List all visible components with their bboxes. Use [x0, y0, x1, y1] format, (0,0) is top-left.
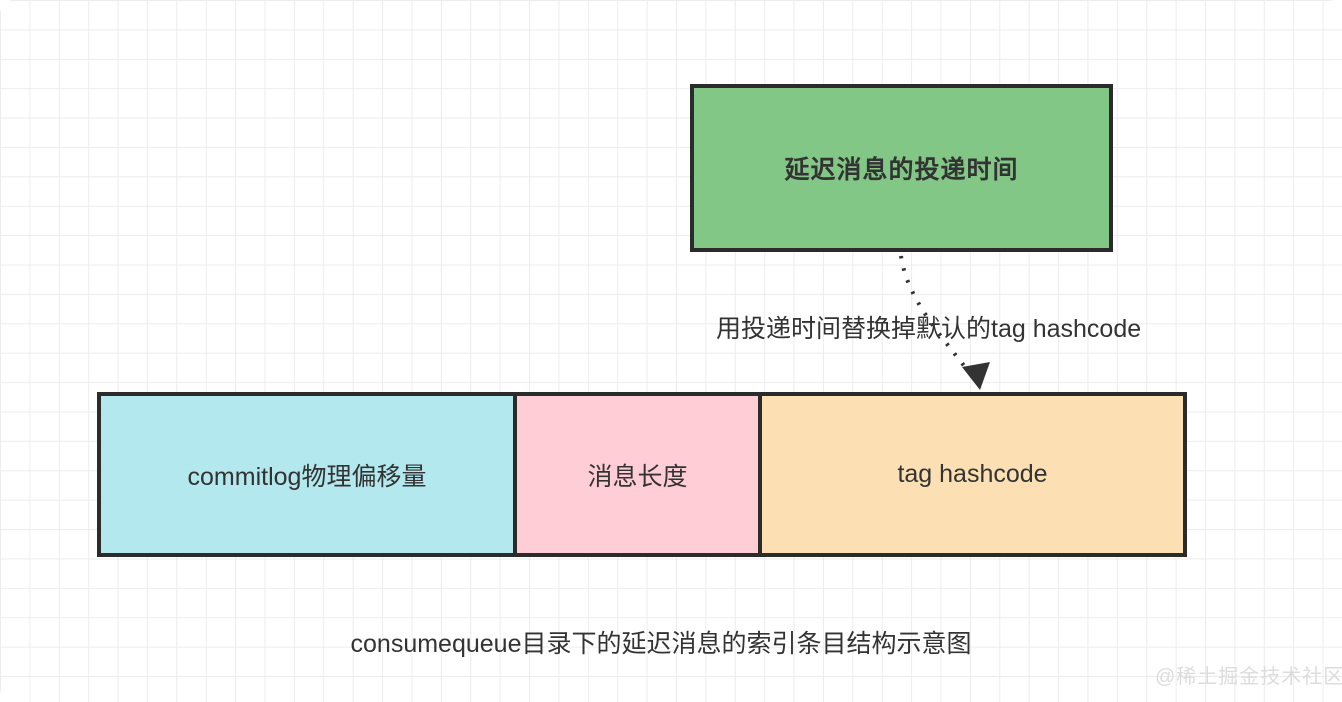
cell-message-length-label: 消息长度	[587, 462, 688, 491]
delivery-time-box: 延迟消息的投递时间	[690, 84, 1113, 252]
index-entry-row: commitlog物理偏移量 消息长度 tag hashcode	[97, 392, 1187, 557]
delivery-time-box-label: 延迟消息的投递时间	[784, 156, 1019, 184]
arrow-annotation: 用投递时间替换掉默认的tag hashcode	[716, 315, 1142, 343]
watermark: @稀土掘金技术社区	[1155, 666, 1342, 688]
cell-commitlog-offset-label: commitlog物理偏移量	[187, 462, 427, 491]
cell-commitlog-offset: commitlog物理偏移量	[101, 396, 517, 553]
cell-tag-hashcode: tag hashcode	[762, 396, 1183, 553]
arrowhead-icon	[962, 362, 990, 390]
cell-message-length: 消息长度	[517, 396, 762, 553]
diagram-caption: consumequeue目录下的延迟消息的索引条目结构示意图	[350, 630, 972, 658]
cell-tag-hashcode-label: tag hashcode	[897, 460, 1048, 488]
